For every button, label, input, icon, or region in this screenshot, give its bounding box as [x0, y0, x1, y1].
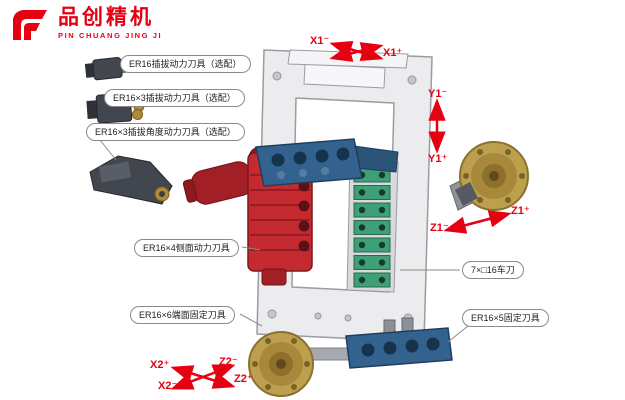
axis-label-x2-minus: X2⁻ — [158, 380, 178, 392]
blue-tool-block-bottom — [345, 317, 453, 369]
gold-spindle-flange-bottom — [248, 331, 351, 397]
x1-axis-arrow-2 — [329, 42, 384, 62]
callout-plug-angle-power-tool: ER16×3插拔角度动力刀具（选配） — [86, 123, 245, 141]
axis-label-z1-minus: Z1⁻ — [430, 222, 449, 234]
callout-side-power-tool: ER16×4侧面动力刀具 — [134, 239, 239, 257]
gold-spindle-flange-right — [449, 141, 529, 211]
logo-icon — [13, 10, 47, 40]
callout-turning-tool: 7×□16车刀 — [462, 261, 524, 279]
z2-axis-arrow — [170, 364, 236, 390]
axis-label-z2-plus: Z2⁺ — [234, 373, 253, 385]
axis-label-x1-plus: X1⁺ — [383, 47, 403, 59]
axis-label-z1-plus: Z1⁺ — [511, 205, 530, 217]
z1-axis-arrow — [443, 210, 512, 234]
callout-plug-power-tool-x3: ER16×3插拔动力刀具（选配） — [104, 89, 245, 107]
brand-name-chinese: 品创精机 — [58, 6, 154, 29]
brand-logo: 品创精机 PIN CHUANG JING JI — [10, 7, 162, 43]
axis-label-y1-minus: Y1⁻ — [428, 88, 448, 100]
callout-end-face-fixed-tool: ER16×6端面固定刀具 — [130, 306, 235, 324]
axis-label-x2-plus: X2⁺ — [150, 359, 170, 371]
leader-lines — [99, 139, 469, 343]
axis-label-z2-minus: Z2⁻ — [219, 356, 238, 368]
callout-fixed-tool-x5: ER16×5固定刀具 — [462, 309, 549, 327]
brand-name-english: PIN CHUANG JING JI — [58, 31, 163, 40]
axis-label-y1-plus: Y1⁺ — [428, 153, 448, 165]
callout-plug-power-tool: ER16插拔动力刀具（选配） — [120, 55, 251, 73]
optional-tool-er16-x3-angle — [89, 155, 173, 205]
axis-label-x1-minus: X1⁻ — [310, 35, 330, 47]
green-turning-tool-column — [346, 159, 399, 293]
axis-arrows — [170, 40, 512, 390]
blue-tool-block-top — [255, 138, 399, 187]
